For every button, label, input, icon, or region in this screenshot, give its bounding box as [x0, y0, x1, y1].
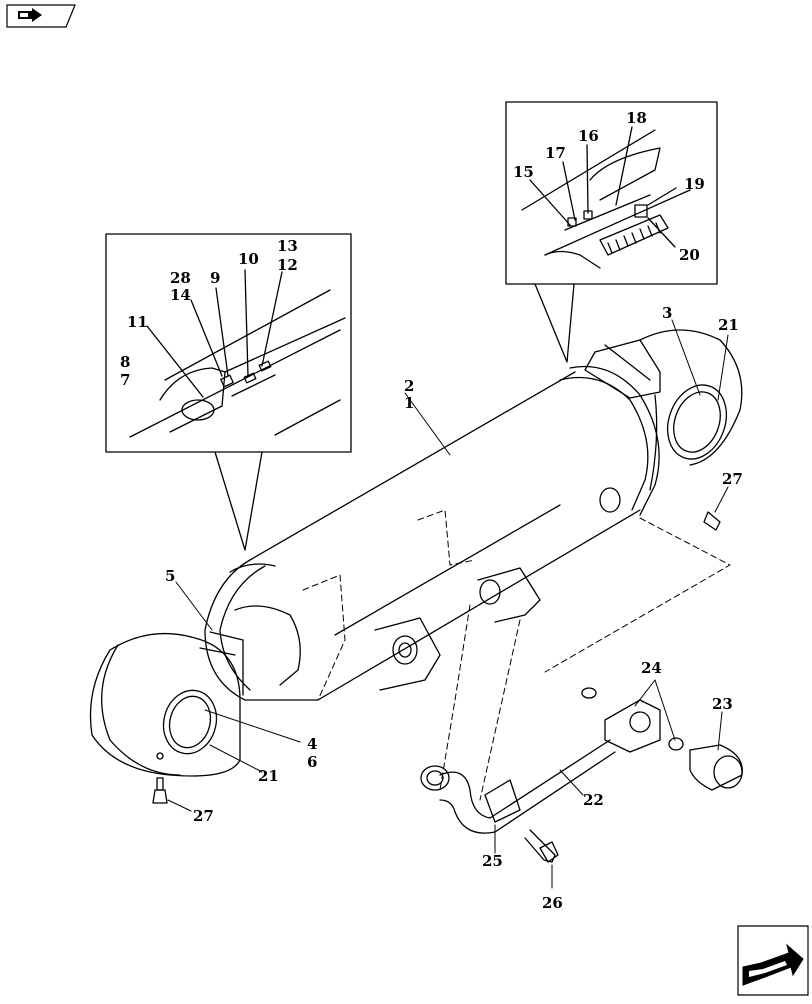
- callout-3: 3: [662, 304, 672, 322]
- callout-15: 15: [513, 163, 534, 181]
- callout-19: 19: [684, 175, 705, 193]
- callout-labels: 1 2 3 4 5 6 7 8 9 10 11 12 13 14 15 16 1…: [120, 109, 743, 912]
- grease-fittings: [152, 511, 721, 804]
- callout-9: 9: [210, 269, 220, 287]
- callout-27-bottom: 27: [193, 807, 214, 825]
- callout-27-top: 27: [722, 470, 743, 488]
- leader-lines: [167, 319, 729, 889]
- callout-12: 12: [277, 256, 298, 274]
- callout-16: 16: [578, 127, 599, 145]
- detail-box-head-seals: [505, 101, 718, 363]
- callout-25: 25: [482, 852, 503, 870]
- cylinder-barrel: [89, 329, 743, 777]
- callout-28: 28: [170, 269, 191, 287]
- callout-5: 5: [165, 567, 175, 585]
- next-page-arrow-icon: [737, 925, 809, 996]
- back-page-button[interactable]: [6, 4, 76, 28]
- callout-22: 22: [583, 791, 604, 809]
- callout-17: 17: [545, 144, 566, 162]
- callout-18: 18: [626, 109, 647, 127]
- callout-21-top: 21: [718, 316, 739, 334]
- hidden-outlines: [302, 509, 731, 801]
- tube-assembly: [420, 687, 743, 863]
- detail-box-rod-seals: [105, 233, 352, 551]
- callout-21-bottom: 21: [258, 767, 279, 785]
- callout-6: 6: [307, 753, 317, 771]
- callout-2: 2: [404, 377, 414, 395]
- callout-14: 14: [170, 286, 191, 304]
- callout-7: 7: [120, 371, 130, 389]
- callout-4: 4: [307, 735, 317, 753]
- callout-8: 8: [120, 353, 130, 371]
- callout-1: 1: [404, 394, 414, 412]
- callout-23: 23: [712, 695, 733, 713]
- callout-13: 13: [277, 237, 298, 255]
- next-page-button[interactable]: [737, 925, 809, 997]
- callout-10: 10: [238, 250, 259, 268]
- callout-11: 11: [127, 313, 148, 331]
- callout-26: 26: [542, 894, 563, 912]
- callout-20: 20: [679, 246, 700, 264]
- callout-24: 24: [641, 659, 662, 677]
- back-page-icon: [6, 4, 76, 28]
